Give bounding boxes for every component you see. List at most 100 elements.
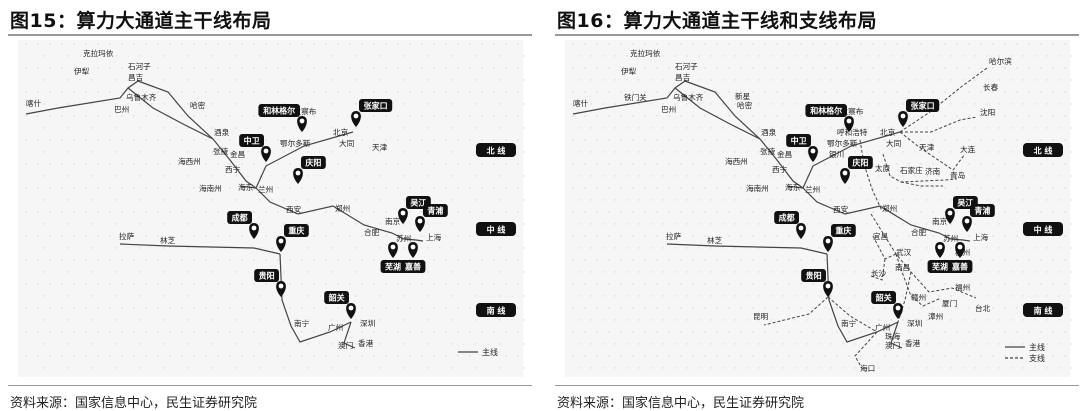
map-pin-icon	[276, 236, 286, 252]
city-label: 合肥	[364, 227, 380, 237]
map-pin-icon	[823, 281, 833, 297]
map-pin-icon	[935, 242, 945, 258]
main-line	[119, 243, 281, 255]
legend: 主线	[458, 347, 498, 357]
hub-label: 张家口	[364, 101, 388, 111]
map-pin-icon	[898, 111, 908, 127]
branch-line	[763, 296, 829, 326]
backbone-map: 克拉玛依伊犁石河子昌吉喀什乌鲁木齐巴州哈密乌兰察布北京大同天津鄂尔多斯酒泉金昌张…	[18, 40, 525, 377]
region-badge: 北 线	[1023, 143, 1063, 157]
city-label: 喀什	[573, 98, 589, 108]
city-label: 林芝	[707, 235, 723, 245]
city-label: 兰州	[805, 184, 820, 194]
city-label: 兰州	[258, 184, 273, 194]
hub-marker: 和林格尔	[805, 104, 854, 132]
city-label: 拉萨	[666, 231, 682, 241]
region-label: 北 线	[487, 146, 506, 156]
hub-label: 青浦	[427, 206, 443, 216]
region-label: 中 线	[1034, 225, 1053, 235]
hub-label: 中卫	[791, 136, 807, 146]
city-label: 海西州	[178, 156, 201, 166]
city-label: 酒泉	[214, 127, 230, 137]
city-label: 珠海	[885, 331, 901, 341]
city-label: 克拉玛依	[83, 48, 114, 58]
branch-line	[895, 253, 942, 307]
hub-label: 成都	[232, 213, 248, 223]
hub-marker: 青浦	[415, 204, 448, 232]
city-label: 广州	[875, 322, 890, 332]
city-label: 大同	[339, 138, 354, 148]
city-label: 福州	[955, 283, 970, 292]
hub-label: 芜湖	[932, 262, 948, 272]
map-pin-icon	[346, 303, 356, 319]
main-line	[255, 187, 424, 242]
map-pin-icon	[398, 208, 408, 224]
city-label: 大连	[960, 144, 976, 154]
city-label: 沈阳	[980, 107, 995, 117]
map-pin-icon	[293, 168, 303, 184]
city-label: 苏州	[943, 233, 958, 243]
main-line	[572, 80, 686, 115]
hub-marker: 韶关	[871, 291, 903, 319]
city-label: 合肥	[911, 227, 927, 237]
hub-label: 中卫	[244, 136, 260, 146]
hub-label: 重庆	[835, 226, 851, 236]
city-label: 海南州	[199, 183, 222, 193]
bottom-divider	[555, 385, 1079, 386]
hub-marker: 庆阳	[840, 156, 873, 184]
city-label: 天津	[372, 143, 388, 152]
city-label: 海南州	[746, 183, 769, 193]
city-label: 乌鲁木齐	[126, 92, 157, 102]
main-line	[802, 131, 901, 189]
city-label: 石河子	[675, 62, 698, 71]
title-divider	[555, 34, 1079, 36]
hub-label: 韶关	[876, 293, 892, 303]
map-pin-icon	[955, 242, 965, 258]
branch-line	[900, 181, 943, 187]
map-pin-icon	[276, 281, 286, 297]
city-label: 太原	[875, 163, 891, 173]
main-line	[239, 185, 257, 189]
branch-line	[859, 139, 883, 212]
hub-label: 张家口	[911, 101, 935, 111]
hub-marker: 芜湖	[927, 242, 953, 273]
city-label: 海西州	[725, 156, 748, 166]
main-line	[25, 80, 139, 115]
city-label: 广州	[328, 322, 343, 332]
main-line	[666, 243, 828, 255]
hub-label: 庆阳	[851, 158, 868, 168]
city-label: 海东	[238, 182, 254, 192]
city-label: 乌兰察布	[286, 106, 317, 116]
city-label: 金昌	[777, 149, 792, 159]
hub-label: 芜湖	[385, 262, 401, 272]
city-label: 郑州	[882, 203, 897, 213]
hub-label: 重庆	[288, 226, 304, 236]
city-label: 海东	[785, 182, 801, 192]
map-pin-icon	[351, 111, 361, 127]
map-pin-icon	[844, 116, 854, 132]
main-line	[674, 87, 761, 140]
map-pin-icon	[408, 242, 418, 258]
city-label: 漳州	[928, 311, 943, 321]
map-pin-icon	[297, 116, 307, 132]
map-pin-icon	[415, 216, 425, 232]
hub-label: 青浦	[974, 206, 990, 216]
backbone-and-branch-map: 克拉玛依伊犁石河子昌吉喀什铁门关乌鲁木齐巴州新星哈密乌兰察布呼和浩特北京大同天津…	[565, 40, 1072, 377]
map-pin-icon	[893, 303, 903, 319]
city-label: 长沙	[871, 268, 887, 278]
map-pin-icon	[249, 223, 259, 239]
city-label: 南宁	[841, 318, 857, 328]
main-line	[343, 321, 356, 349]
hub-marker: 张家口	[351, 99, 393, 127]
city-label: 西安	[833, 204, 849, 214]
city-label: 西宁	[225, 164, 241, 174]
city-label: 乌兰察布	[833, 106, 864, 116]
hub-label: 贵阳	[259, 271, 275, 281]
city-label: 郑州	[335, 203, 350, 213]
branch-line	[870, 258, 886, 281]
source-note: 资料来源：国家信息中心，民生证券研究院	[10, 396, 258, 411]
hub-marker: 嘉善	[400, 242, 426, 273]
bottom-divider	[8, 385, 532, 386]
city-label: 台北	[975, 303, 991, 313]
